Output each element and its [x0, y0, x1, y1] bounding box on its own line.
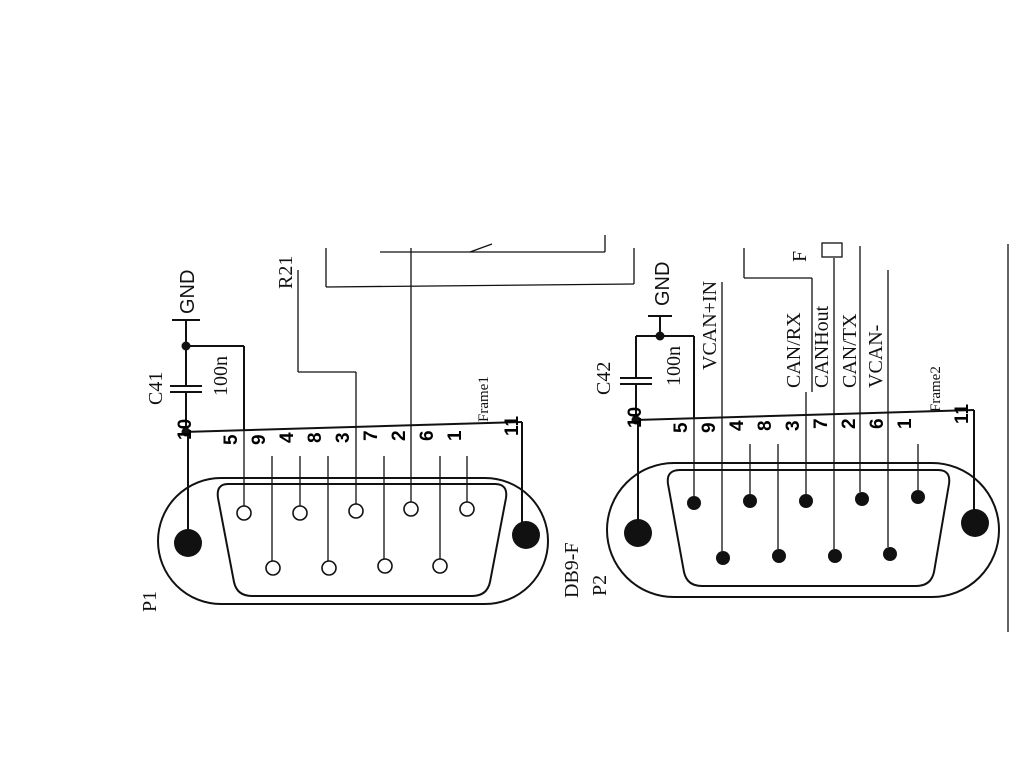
p1-designator: P1 — [139, 591, 161, 612]
p2-pin-1-top — [911, 490, 925, 504]
p2-net-label: CAN/TX — [839, 313, 861, 388]
p1-pin-number: 4 — [277, 432, 298, 443]
p2-net-label: VCAN+IN — [699, 281, 721, 370]
p2-edge-label: F — [789, 251, 811, 262]
p1-pin-numbers: 10 5 9 4 8 3 7 2 6 1 11 — [175, 415, 523, 445]
p2-gnd-label: GND — [652, 262, 674, 306]
p1-pin-number: 6 — [417, 430, 438, 441]
p2-pin-number: 5 — [671, 422, 692, 433]
p1-pin-7 — [348, 503, 364, 519]
p1-pin-number: 10 — [175, 419, 196, 440]
p2-pin-3 — [828, 549, 842, 563]
p2-pin-number: 3 — [783, 420, 804, 431]
p2-pin-number: 6 — [867, 418, 888, 429]
p2-pin-numbers: 10 5 9 4 8 3 7 2 6 1 11 — [625, 403, 973, 433]
p1-frame-label: Frame1 — [476, 376, 492, 422]
p2-net-label: CANHout — [811, 305, 833, 388]
p1-pin-number: 2 — [389, 430, 410, 441]
p1-gnd-label: GND — [177, 270, 199, 314]
p1-pin-number: 11 — [502, 415, 523, 436]
p2-pin-2 — [883, 547, 897, 561]
p1-pin-2 — [432, 558, 448, 574]
connector-p1: P1 DB9-F Frame1 C41 100n GND R21 10 5 9 … — [139, 235, 635, 612]
p1-trapezoid-outline — [216, 483, 508, 597]
p2-pin-8 — [743, 494, 757, 508]
p1-pin-number: 8 — [305, 432, 326, 443]
p2-pin-number: 7 — [811, 418, 832, 429]
p1-cap-value: 100n — [210, 356, 232, 396]
p2-pin-number: 1 — [895, 418, 916, 429]
p1-mount-hole-right — [512, 521, 540, 549]
p1-pin-3 — [377, 558, 393, 574]
p2-trapezoid-outline — [666, 469, 951, 587]
p1-pin-number: 7 — [361, 430, 382, 441]
p2-pin-number: 11 — [952, 403, 973, 424]
p2-pin-number: 8 — [755, 420, 776, 431]
p2-shell-outline — [606, 462, 1000, 598]
p1-pin-8 — [292, 505, 308, 521]
p2-pin-number: 10 — [625, 407, 646, 428]
p2-pin-6 — [855, 492, 869, 506]
p2-net-label: VCAN- — [865, 325, 887, 388]
p1-resistor-label: R21 — [275, 256, 297, 289]
p1-pin-number: 5 — [221, 434, 242, 445]
p1-pin-number: 3 — [333, 432, 354, 443]
p2-cap-name: C42 — [593, 362, 615, 395]
p2-designator: P2 — [589, 575, 611, 596]
p2-net-labels: VCAN+IN CAN/RX CANHout CAN/TX VCAN- — [699, 281, 887, 388]
p2-pin-5 — [716, 551, 730, 565]
p1-part-label: DB9-F — [561, 542, 583, 598]
p1-pin-6 — [403, 501, 419, 517]
p1-pin-number: 1 — [445, 430, 466, 441]
p2-pin-7 — [799, 494, 813, 508]
p2-pin-number: 4 — [727, 420, 748, 431]
p1-pin-number: 9 — [249, 434, 270, 445]
p2-pin-9 — [687, 496, 701, 510]
p2-cap-value: 100n — [663, 346, 685, 386]
p1-shell-outline — [157, 477, 549, 605]
p1-pin-4 — [321, 560, 337, 576]
p1-cap-name: C41 — [145, 372, 167, 405]
p2-pin-4 — [772, 549, 786, 563]
p2-frame-label: Frame2 — [928, 366, 944, 412]
connector-p2: P2 Frame2 C42 100n GND F VCAN+IN CAN/RX … — [589, 242, 1000, 598]
p1-pin-9 — [236, 505, 252, 521]
p1-pin-1-top — [459, 501, 475, 517]
p1-pin-5 — [265, 560, 281, 576]
p2-pin-number: 9 — [699, 422, 720, 433]
p2-net-label: CAN/RX — [783, 312, 805, 388]
p2-pin-number: 2 — [839, 418, 860, 429]
